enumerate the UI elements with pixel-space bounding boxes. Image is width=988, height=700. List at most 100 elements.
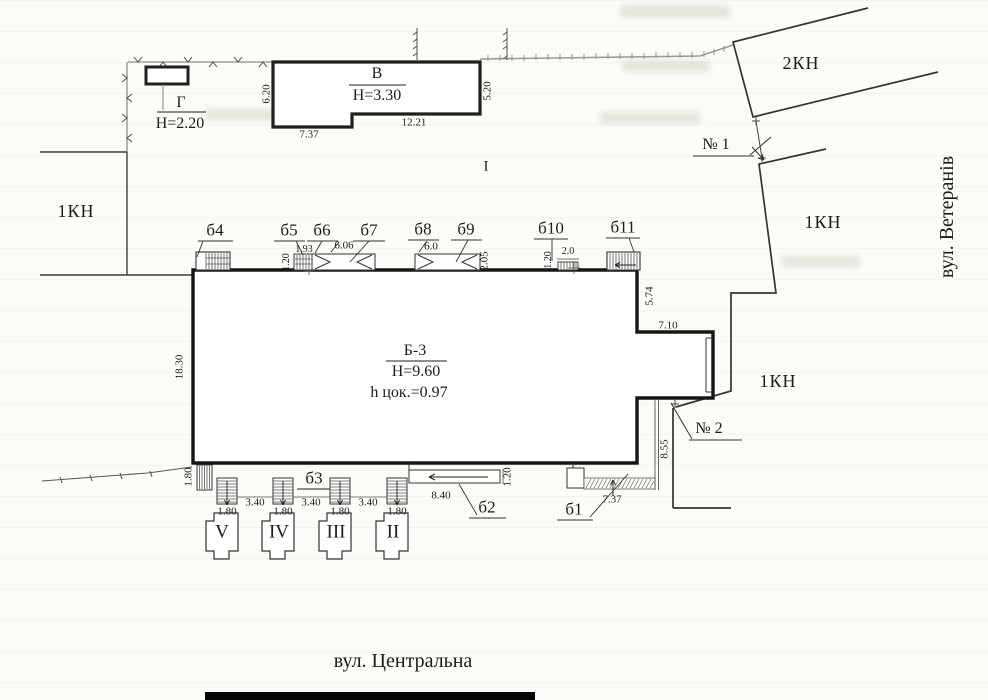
dim-b8-length: 6.0 [424,240,438,253]
dim-b2-length: 8.40 [431,489,451,502]
street-label-veterans: вул. Ветеранів [936,155,958,279]
dim-stair-depth-1: 1.80 [217,505,237,518]
fence-bottom-left [41,466,193,484]
annex-b6-b7-ramp [311,253,376,271]
parcel-label-left: 1КН [57,201,95,221]
dim-main-wing-side: 8.55 [658,439,671,459]
building-main-wing-bracket [705,337,712,393]
annex-label-b5: б5 [280,220,298,240]
building-v-height: H=3.30 [352,87,402,104]
fence-right-line [479,44,734,60]
entrance-stairs-arrows [224,481,400,506]
building-main-name: Б-3 [403,342,427,359]
gate1-line [752,117,766,162]
annex-b1-label-line [557,473,629,521]
annex-label-b8: б8 [414,219,432,239]
annex-b1-dim-arrow [610,479,616,496]
dim-b5-width: 1.20 [281,253,292,271]
annex-b10-porch [557,261,579,271]
fence-top-marks [121,56,268,143]
dim-v-bottom-right: 12.21 [401,116,427,129]
dim-stair-depth-3: 1.80 [330,505,350,518]
dim-stair-depth-2: 1.80 [273,505,293,518]
dim-b3-stair: 1.80 [182,467,195,487]
dim-b2-width: 1.20 [501,467,514,487]
building-main-outline [191,268,715,465]
dim-entrance-spacing-2: 3.40 [301,496,321,509]
dim-b10-width: 1.20 [543,251,554,269]
annex-label-b11: б11 [610,217,636,237]
porch-numeral-2: II [386,521,400,543]
annex-b2-label-line [458,483,506,519]
dim-b9-width: 2.05 [478,251,491,271]
building-g-name: Г [176,94,186,111]
fence-post-right [502,28,508,60]
zone-label: I [483,158,489,175]
scan-artifact [205,109,295,120]
annex-label-b10: б10 [538,218,564,238]
annex-label-b9: б9 [457,219,475,239]
dim-entrance-spacing-1: 3.40 [245,496,265,509]
scan-artifact [600,112,700,124]
scan-artifact [782,256,860,267]
annex-label-b1: б1 [565,499,583,519]
porch-numeral-4: IV [268,521,290,543]
annex-b2-arrow [428,473,488,481]
building-v-outline [271,60,482,129]
parcel-label-right-upper: 1КН [804,212,842,232]
street-label-central: вул. Центральна [333,650,473,672]
annex-b8-label-line [408,239,439,253]
dim-v-left: 6.20 [260,84,273,104]
dim-entrance-spacing-3: 3.40 [358,496,378,509]
annex-b3-corner-hatch [199,466,210,489]
annex-label-b6: б6 [313,220,331,240]
annex-label-b4: б4 [206,220,224,240]
dim-stair-depth-4: 1.80 [387,505,407,518]
annex-b8-b9-ramp [414,253,481,271]
dim-v-right: 5.20 [481,81,494,101]
annex-b5-hatch [295,255,313,275]
dim-b10-length: 2.0 [561,246,575,257]
gate2-label-line [670,402,742,441]
annex-b5-label-line [274,240,305,256]
fence-top-line [126,61,273,152]
scan-artifact [622,60,710,72]
gate2-mark [671,400,679,408]
annex-b4-label-line [196,240,233,258]
annex-label-b7: б7 [360,220,378,240]
annex-b1-strip-hatch [585,478,655,489]
annex-b6-b7-chevrons [314,254,373,270]
left-parcel-boundary [40,151,193,276]
dim-b1-length: 7.37 [602,493,622,506]
annex-b7-label-line [349,240,385,263]
dim-b6-length: 6.06 [334,239,354,252]
annex-b9-label-line [451,239,482,263]
dim-v-bottom-left: 7.37 [299,128,319,141]
annex-b10-hatch [560,262,580,274]
fence-double-right [654,400,659,490]
dim-b5-length: 1.93 [295,244,313,255]
scan-artifact [620,5,730,18]
porch-numeral-3: III [326,521,346,543]
parcel-right-lower-boundary [672,408,731,509]
annex-b4-stairs [195,251,231,271]
annex-b1-box [566,467,585,489]
dim-main-right: 5.74 [643,286,656,306]
parcel-right-upper-boundary [675,148,827,408]
building-v-name: В [371,65,383,82]
fence-right-marks [487,46,725,61]
building-g-outline [144,65,190,86]
building-main-socle: h цок.=0.97 [370,384,448,401]
gate1-label-line [693,136,772,161]
parcel-2kn-outline [731,7,939,119]
gate2-label: № 2 [695,420,723,437]
dim-main-wing-top: 7.10 [658,319,678,332]
dim-main-left: 18.30 [173,354,186,380]
annex-b4-hatch [205,253,230,269]
parcel-label-top-right: 2КН [782,53,820,73]
annex-b11-label-line [606,237,640,253]
entrance-porches [205,512,409,560]
annex-b6-label-line [307,240,340,254]
annex-label-b2: б2 [478,497,496,517]
